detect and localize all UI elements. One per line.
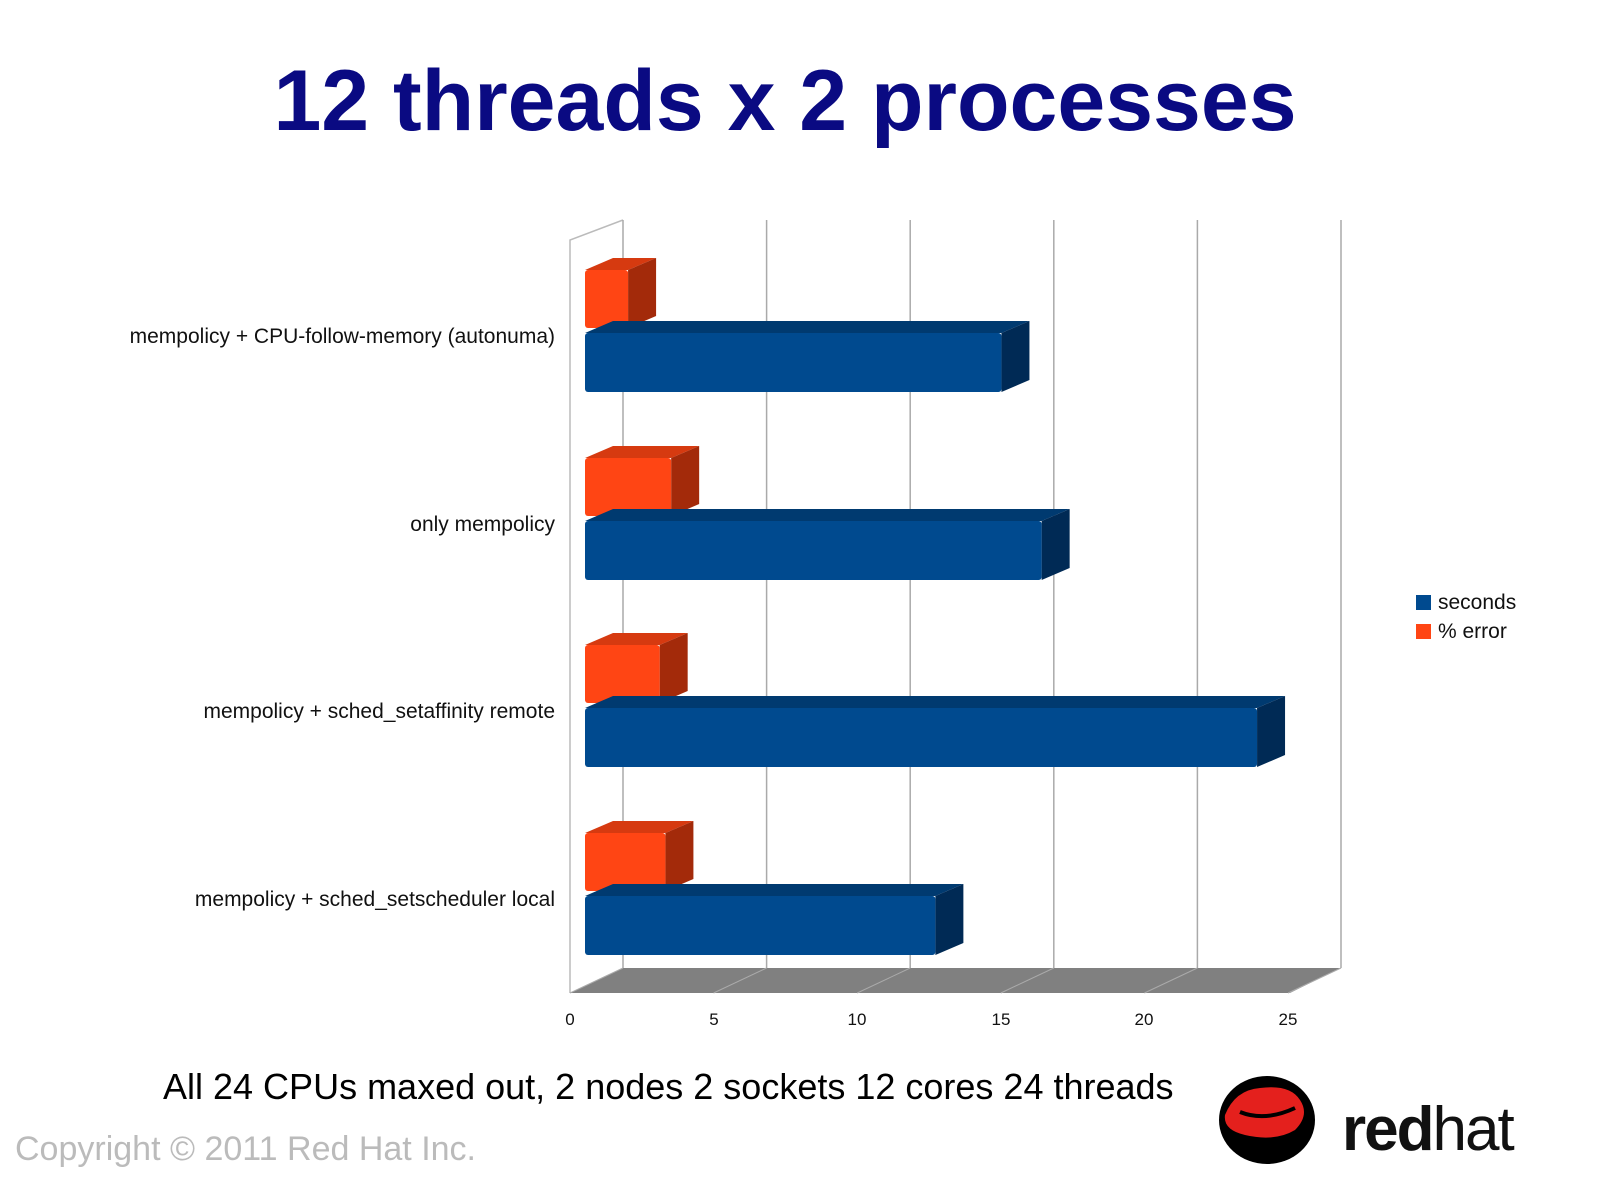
category-label: mempolicy + CPU-follow-memory (autonuma) bbox=[129, 325, 555, 348]
category-label: only mempolicy bbox=[410, 513, 555, 536]
x-tick-label: 20 bbox=[1134, 1010, 1154, 1029]
redhat-logo-icon bbox=[1219, 1076, 1315, 1164]
redhat-logo-text: redhat bbox=[1342, 1094, 1515, 1165]
floor-gridline bbox=[1287, 967, 1342, 994]
bar-seconds-side bbox=[1041, 509, 1070, 580]
bar-error-top bbox=[585, 821, 694, 833]
bar-error-top bbox=[585, 258, 657, 270]
floor-gridline bbox=[1144, 967, 1198, 994]
legend-item-error: % error bbox=[1416, 617, 1516, 646]
chart-wall bbox=[569, 219, 624, 993]
bar-error bbox=[585, 270, 629, 328]
legend-swatch bbox=[1416, 595, 1431, 610]
bar-error-side bbox=[628, 258, 657, 328]
bar-error-top bbox=[585, 446, 700, 458]
logo-text-light: hat bbox=[1432, 1095, 1514, 1164]
category-label: mempolicy + sched_setscheduler local bbox=[194, 888, 555, 911]
logo-text-bold: red bbox=[1342, 1095, 1434, 1164]
bar-seconds-top bbox=[585, 321, 1030, 333]
bar-seconds bbox=[585, 896, 936, 955]
copyright: Copyright © 2011 Red Hat Inc. bbox=[15, 1130, 476, 1168]
x-tick-label: 0 bbox=[565, 1010, 575, 1029]
bar-seconds bbox=[585, 521, 1042, 580]
legend: seconds % error bbox=[1416, 588, 1516, 646]
x-tick-label: 15 bbox=[991, 1010, 1011, 1029]
bar-seconds bbox=[585, 708, 1258, 767]
bar-seconds-top bbox=[585, 509, 1070, 521]
x-tick-label: 10 bbox=[847, 1010, 867, 1029]
floor-gridline bbox=[856, 967, 911, 994]
chart-floor bbox=[570, 968, 1340, 993]
bar-seconds-top bbox=[585, 696, 1286, 708]
slide-subtitle: All 24 CPUs maxed out, 2 nodes 2 sockets… bbox=[163, 1066, 1174, 1107]
category-label: mempolicy + sched_setaffinity remote bbox=[203, 700, 555, 723]
bar-error-top bbox=[585, 633, 688, 645]
bar-error bbox=[585, 458, 672, 516]
bar-seconds-top bbox=[585, 884, 964, 896]
floor-gridline bbox=[1000, 967, 1055, 994]
x-tick-label: 5 bbox=[709, 1010, 719, 1029]
legend-label: % error bbox=[1438, 619, 1507, 643]
bar-error bbox=[585, 833, 666, 891]
bar-seconds-side bbox=[935, 884, 964, 955]
slide-title: 12 threads x 2 processes bbox=[273, 53, 1297, 149]
floor-gridline bbox=[569, 967, 624, 994]
legend-label: seconds bbox=[1438, 590, 1517, 614]
bar-error-side bbox=[671, 446, 700, 516]
bar-seconds-side bbox=[1001, 321, 1030, 392]
bar-seconds bbox=[585, 333, 1002, 392]
bar-error-side bbox=[665, 821, 694, 891]
legend-item-seconds: seconds bbox=[1416, 588, 1516, 617]
x-tick-label: 25 bbox=[1278, 1010, 1298, 1029]
bar-error-side bbox=[659, 633, 688, 703]
floor-gridline bbox=[713, 967, 767, 994]
legend-swatch bbox=[1416, 624, 1431, 639]
bar-error bbox=[585, 645, 660, 703]
bar-seconds-side bbox=[1257, 696, 1286, 767]
